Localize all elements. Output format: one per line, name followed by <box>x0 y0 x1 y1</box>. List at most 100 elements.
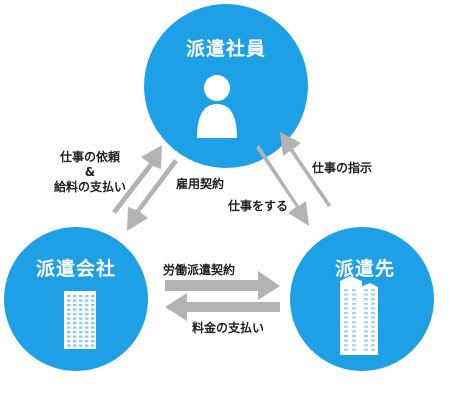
building-window <box>85 299 89 302</box>
building-window <box>364 302 368 305</box>
building-window <box>67 317 71 320</box>
building-window <box>344 335 348 337</box>
label-do-work: 仕事をする <box>228 199 289 213</box>
building-window <box>85 308 89 311</box>
label-fee-payment: 料金の支払い <box>192 321 265 335</box>
building-window <box>73 340 77 343</box>
building-window <box>85 331 89 334</box>
building-window <box>67 335 71 338</box>
building-window <box>344 321 348 324</box>
building-window <box>364 293 368 296</box>
arrow-employee-to-client <box>256 145 309 226</box>
employee-title: 派遣社員 <box>185 38 266 60</box>
building-window <box>371 298 375 301</box>
building-window <box>344 316 348 319</box>
building-window <box>85 304 89 307</box>
building-window <box>73 313 77 316</box>
building-window <box>73 344 77 347</box>
arrow-client-to-employee <box>280 132 331 207</box>
label-request-and-salary: 仕事の依頼 & 給料の支払い <box>40 150 140 195</box>
building-window <box>67 313 71 316</box>
label-work-instructions: 仕事の指示 <box>312 161 373 175</box>
building-window <box>364 339 368 342</box>
building-window <box>371 339 375 342</box>
building-window <box>79 317 83 320</box>
building-window <box>67 295 71 298</box>
building-window <box>85 317 89 320</box>
building-window <box>344 339 348 342</box>
building-window <box>73 335 77 338</box>
building-window <box>79 340 83 343</box>
building-window <box>352 316 356 319</box>
building-window <box>364 307 368 310</box>
building-window <box>73 308 77 311</box>
building-window <box>344 289 348 291</box>
building-window <box>91 326 95 329</box>
building-window <box>67 344 71 347</box>
building-window <box>371 312 375 314</box>
building-window <box>79 313 83 316</box>
building-window <box>91 317 95 320</box>
building-window <box>73 322 77 325</box>
building-window <box>79 304 83 307</box>
label-employment-contract: 雇用契約 <box>176 177 225 191</box>
arrow-employee-to-agency <box>127 159 178 231</box>
building-window <box>73 317 77 320</box>
building-window <box>352 289 356 291</box>
building-window <box>364 289 368 291</box>
building-window <box>91 295 95 298</box>
building-window <box>344 293 348 296</box>
building-window <box>79 344 83 347</box>
building-window <box>364 298 368 301</box>
building-window <box>344 298 348 301</box>
building-window <box>352 293 356 296</box>
building-window <box>364 321 368 324</box>
building-window <box>79 308 83 311</box>
building-window <box>85 322 89 325</box>
arrow-agency-to-employee <box>112 145 162 214</box>
building-window <box>67 299 71 302</box>
building-window <box>344 348 348 351</box>
building-window <box>352 348 356 351</box>
building-window <box>352 344 356 347</box>
label-ampersand: & <box>84 165 96 179</box>
building-window <box>73 326 77 329</box>
building-window <box>344 325 348 328</box>
building-window <box>371 330 375 333</box>
building-window <box>371 335 375 337</box>
building-window <box>352 325 356 328</box>
building-window <box>67 331 71 334</box>
building-window <box>352 339 356 342</box>
building-window <box>364 325 368 328</box>
building-window <box>364 344 368 347</box>
building-window <box>352 312 356 314</box>
building-window <box>371 307 375 310</box>
building-window <box>352 302 356 305</box>
building-window <box>344 344 348 347</box>
arrow-agency-to-client <box>165 271 280 300</box>
building-window <box>352 330 356 333</box>
building-window <box>352 335 356 337</box>
label-salary-line: 給料の支払い <box>53 180 126 194</box>
building-window <box>79 322 83 325</box>
person-icon <box>197 75 237 138</box>
building-window <box>79 335 83 338</box>
building-window <box>344 302 348 305</box>
building-window <box>344 330 348 333</box>
building-window <box>364 330 368 333</box>
building-window <box>73 299 77 302</box>
building-window <box>364 312 368 314</box>
building-window <box>79 299 83 302</box>
building-window <box>91 331 95 334</box>
client-title: 派遣先 <box>334 258 395 280</box>
building-window <box>371 344 375 347</box>
building-window <box>91 308 95 311</box>
building-window <box>67 304 71 307</box>
label-dispatch-contract: 労働派遣契約 <box>163 263 236 277</box>
building-window <box>352 321 356 324</box>
building-window <box>67 340 71 343</box>
building-window <box>364 348 368 351</box>
building-window <box>85 295 89 298</box>
skyscraper-icon <box>340 276 378 355</box>
